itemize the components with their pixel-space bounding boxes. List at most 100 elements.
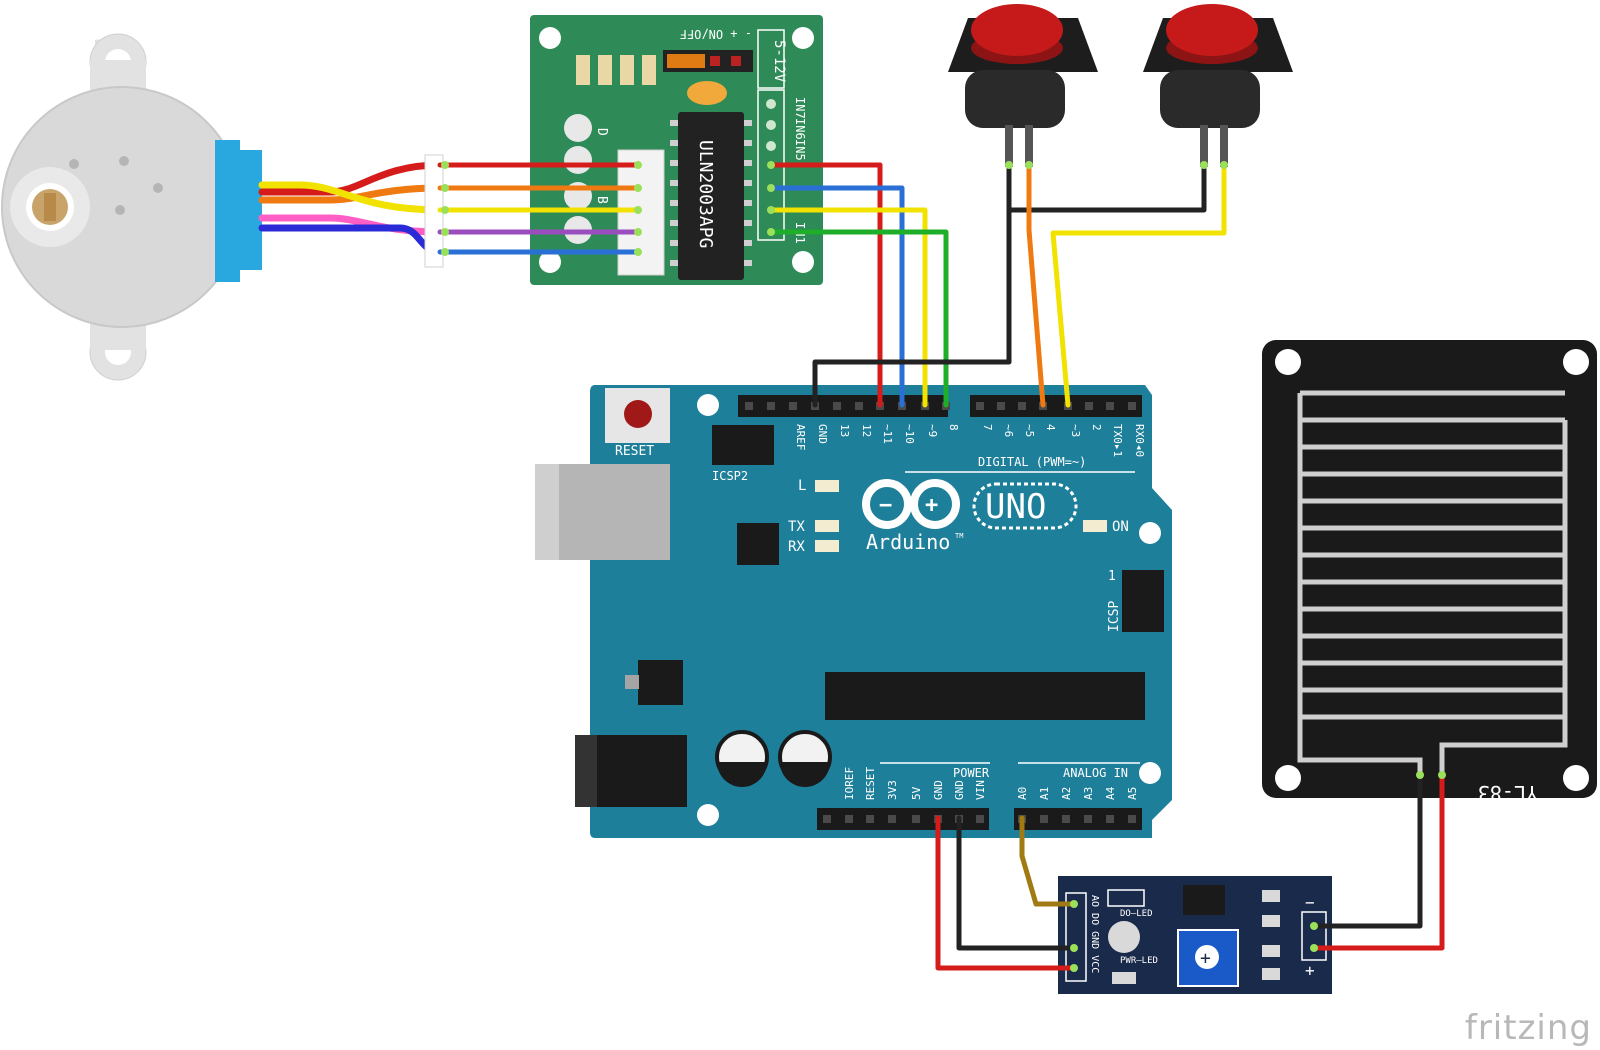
digital-pin-label: 7 bbox=[981, 424, 994, 431]
header-hole bbox=[823, 815, 831, 823]
digital-pin-label: 13 bbox=[838, 424, 851, 437]
power-pin-label: 5V bbox=[910, 786, 923, 800]
power-pin-label: IOREF bbox=[843, 767, 856, 800]
rain-plate-gap bbox=[1318, 401, 1550, 735]
driver-led-label-b: B bbox=[594, 196, 609, 204]
analog-pin-label: A5 bbox=[1126, 787, 1139, 800]
module-pin-labels: AO DO GND VCC bbox=[1089, 895, 1100, 973]
digital-pin-label: 12 bbox=[860, 424, 873, 437]
digital-pin-label: ~10 bbox=[903, 424, 916, 444]
power-pin-label: RESET bbox=[864, 767, 877, 800]
led-l-label: L bbox=[798, 478, 806, 494]
digital-pin-label: 2 bbox=[1090, 424, 1103, 431]
svg-text:+: + bbox=[1200, 948, 1211, 969]
svg-text:+: + bbox=[925, 493, 938, 518]
arduino-logo bbox=[862, 479, 960, 529]
power-pin-label: 3V3 bbox=[886, 780, 899, 800]
header-hole bbox=[833, 402, 841, 410]
power-header bbox=[817, 808, 989, 830]
pwr-led-label: PWR—LED bbox=[1120, 956, 1158, 966]
module-minus-label: − bbox=[1305, 893, 1315, 912]
digital-pin-label: ~11 bbox=[881, 424, 894, 444]
header-hole bbox=[745, 402, 753, 410]
header-hole bbox=[888, 815, 896, 823]
rain-plate-trace bbox=[1300, 390, 1565, 720]
header-hole bbox=[1085, 402, 1093, 410]
digital-pin-label: ~6 bbox=[1002, 424, 1015, 437]
digital-pin-label: RX0◂0 bbox=[1133, 424, 1146, 457]
driver-led-label-d: D bbox=[594, 128, 609, 136]
rain-plate-bus bbox=[1297, 393, 1568, 775]
power-pin-label: GND bbox=[953, 780, 966, 800]
driver-in5-label: IN5 bbox=[793, 139, 807, 161]
digital-pin-label: 8 bbox=[947, 424, 960, 431]
digital-pin-label: 4 bbox=[1044, 424, 1057, 431]
power-pin-label: VIN bbox=[974, 780, 987, 800]
analog-label: ANALOG IN bbox=[1063, 766, 1128, 780]
header-hole bbox=[997, 402, 1005, 410]
icsp-label: ICSP bbox=[1107, 601, 1122, 632]
fritzing-brand: fritzing bbox=[1464, 1008, 1592, 1048]
driver-chip-label: ULN2003APG bbox=[695, 140, 716, 248]
header-hole bbox=[1106, 402, 1114, 410]
led-tx-label: TX bbox=[788, 519, 805, 535]
reset-label: RESET bbox=[615, 444, 654, 459]
header-hole bbox=[866, 815, 874, 823]
driver-voltage-label: 5-12V bbox=[771, 40, 787, 83]
analog-pin-label: A0 bbox=[1016, 787, 1029, 800]
digital-header-right bbox=[970, 395, 1142, 417]
led-rx-label: RX bbox=[788, 539, 805, 555]
wires bbox=[767, 161, 1446, 972]
rain-sensor-module: AO DO GND VCC DO—LED PWR—LED + − + bbox=[1058, 876, 1332, 994]
driver-motor-wires bbox=[437, 161, 642, 256]
push-button-1 bbox=[948, 4, 1098, 167]
digital-header-left bbox=[738, 395, 948, 417]
driver-power-labels: - + ON/OFF bbox=[680, 27, 752, 41]
analog-header bbox=[1014, 808, 1142, 830]
power-pin-label: GND bbox=[932, 780, 945, 800]
analog-pin-label: A1 bbox=[1038, 787, 1051, 800]
header-hole bbox=[855, 402, 863, 410]
digital-pin-label: ~9 bbox=[926, 424, 939, 437]
icsp-pin1-label: 1 bbox=[1108, 569, 1116, 584]
header-hole bbox=[912, 815, 920, 823]
arduino-uno: RESET ICSP2 L TX RX ON − + UNO Ardu bbox=[535, 385, 1172, 838]
header-hole bbox=[789, 402, 797, 410]
rain-plate-model: YL-83 bbox=[1478, 781, 1538, 805]
digital-pin-label: AREF bbox=[794, 424, 807, 451]
driver-board: - + ON/OFF 5-12V D B bbox=[530, 15, 823, 285]
analog-pin-label: A2 bbox=[1060, 787, 1073, 800]
header-hole bbox=[976, 402, 984, 410]
power-label: POWER bbox=[953, 766, 990, 780]
push-button-2 bbox=[1143, 4, 1293, 167]
driver-in7-label: IN7 bbox=[793, 97, 807, 119]
svg-text:−: − bbox=[879, 493, 892, 518]
header-hole bbox=[767, 402, 775, 410]
digital-label: DIGITAL (PWM=~) bbox=[978, 455, 1086, 469]
arduino-label: Arduino bbox=[866, 530, 950, 554]
do-led-label: DO—LED bbox=[1120, 909, 1153, 919]
digital-pin-label: TX0▸1 bbox=[1111, 424, 1124, 457]
header-hole bbox=[976, 815, 984, 823]
icsp2-label: ICSP2 bbox=[712, 469, 748, 483]
header-hole bbox=[1106, 815, 1114, 823]
header-hole bbox=[1128, 402, 1136, 410]
driver-in6-label: IN6 bbox=[793, 118, 807, 140]
header-hole bbox=[1062, 815, 1070, 823]
module-plus-label: + bbox=[1305, 961, 1315, 980]
driver-resistors bbox=[576, 55, 656, 85]
uln2003-chip: ULN2003APG bbox=[670, 112, 752, 280]
analog-pin-label: A3 bbox=[1082, 787, 1095, 800]
digital-pin-label: ~3 bbox=[1069, 424, 1082, 437]
led-on-label: ON bbox=[1112, 519, 1129, 535]
rain-sensor-plate: YL-83 bbox=[1262, 340, 1597, 805]
digital-pin-label: ~5 bbox=[1023, 424, 1036, 437]
header-hole bbox=[1040, 815, 1048, 823]
header-hole bbox=[1128, 815, 1136, 823]
uno-label: UNO bbox=[985, 487, 1046, 527]
arduino-tm: TM bbox=[955, 532, 963, 540]
header-hole bbox=[1084, 815, 1092, 823]
motor-wires bbox=[258, 161, 444, 256]
header-hole bbox=[845, 815, 853, 823]
